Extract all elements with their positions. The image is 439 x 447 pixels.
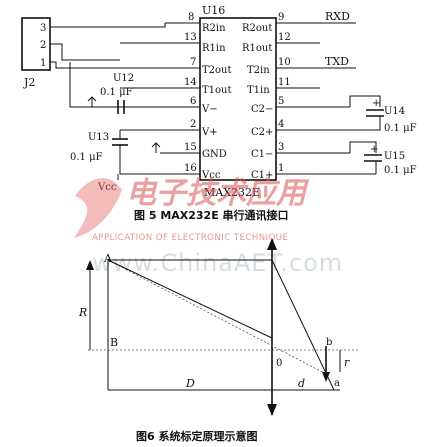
- figure5-caption: 图 5 MAX232E 串行通讯接口: [134, 208, 289, 222]
- pin-label-t1out: T1out: [202, 85, 232, 96]
- capacitor-u13: U13 0.1 μF Vcc: [70, 129, 161, 193]
- pin-label-t2in: T2in: [247, 65, 270, 76]
- pin-label-r2in: R2in: [202, 23, 226, 34]
- label-b-small: b: [326, 337, 332, 348]
- j2-pin-1: 1: [40, 58, 46, 69]
- axis-arrow-up-icon: [267, 238, 277, 250]
- ic-name-label: MAX232E: [204, 186, 260, 199]
- pin-num-2: 2: [190, 119, 196, 130]
- watermark-site-cn: 电子技术应用: [126, 176, 310, 211]
- j2-pin-3: 3: [40, 23, 46, 34]
- pin-num-6: 6: [190, 96, 196, 107]
- rxd-label: RXD: [325, 10, 350, 23]
- u14-plus: +: [372, 98, 380, 109]
- ray-to-a: [271, 259, 335, 391]
- label-r-small: r: [344, 356, 350, 369]
- pin-label-vminus: V−: [201, 104, 218, 115]
- b-arrow-icon: [322, 372, 330, 382]
- pin-num-9: 9: [278, 12, 284, 23]
- pin-label-vcc: Vcc: [201, 170, 221, 181]
- label-a-point: A: [103, 252, 113, 265]
- pin-label-c1plus: C1+: [251, 170, 273, 181]
- pin-num-16: 16: [184, 163, 197, 174]
- watermark-url: www.ChinaAET.com: [92, 249, 343, 277]
- label-a-small: a: [334, 378, 340, 389]
- watermark: 电子技术应用 APPLICATION OF ELECTRONIC TECHNIQ…: [74, 176, 343, 277]
- pin-label-c2plus: C2+: [251, 127, 273, 138]
- max232e-ic-body: [199, 17, 277, 181]
- ray-a-center: [107, 259, 273, 339]
- r-arrow-icon: [86, 260, 94, 270]
- capacitor-u15: + U15 0.1 μF: [349, 141, 417, 176]
- ic-ref-label: U16: [202, 4, 225, 17]
- label-d-big: D: [185, 377, 195, 390]
- txd-label: TXD: [325, 55, 349, 68]
- pin-label-r1out: R1out: [242, 43, 272, 54]
- pin-num-12: 12: [278, 32, 291, 43]
- pin-label-c2minus: C2−: [251, 104, 273, 115]
- figure6-caption: 图6 系统标定原理示意图: [136, 429, 257, 443]
- u14-value: 0.1 μF: [384, 123, 417, 134]
- pin-label-c1minus: C1−: [251, 149, 273, 160]
- u15-plus: +: [370, 144, 378, 155]
- u12-ref: U12: [113, 73, 134, 84]
- capacitor-u14: + U14 0.1 μF: [349, 95, 417, 134]
- label-r: R: [78, 306, 87, 319]
- pin-num-10: 10: [278, 57, 291, 68]
- label-d-small: d: [298, 377, 305, 390]
- u15-value: 0.1 μF: [384, 165, 417, 176]
- watermark-tagline: APPLICATION OF ELECTRONIC TECHNIQUE: [92, 233, 288, 243]
- capacitor-u12: U12 0.1 μF: [87, 73, 150, 114]
- pin-num-11: 11: [278, 77, 291, 88]
- pin-num-4: 4: [278, 119, 284, 130]
- label-zero: 0: [276, 358, 282, 369]
- pin-num-3: 3: [278, 142, 284, 153]
- label-b-point: B: [110, 336, 118, 349]
- u15-ref: U15: [384, 151, 405, 162]
- pin-num-1: 1: [278, 163, 284, 174]
- pin-label-gnd: GND: [202, 149, 227, 160]
- j2-pin-2: 2: [40, 40, 46, 51]
- pin-num-7: 7: [190, 57, 196, 68]
- u14-ref: U14: [384, 106, 405, 117]
- pin-num-15: 15: [184, 142, 197, 153]
- figure5-schematic: U16 MAX232E 8 13 7 14 6 2 15 16 R2in R1i…: [21, 4, 417, 199]
- ic-left-pins: 8 13 7 14 6 2 15 16 R2in R1in T2out T1ou…: [120, 12, 232, 181]
- u13-ref: U13: [88, 132, 109, 143]
- watermark-logo-icon: [74, 178, 122, 238]
- figure6-diagram: A B R D d 0 a b r: [78, 238, 358, 416]
- pin-label-t1in: T1in: [247, 85, 270, 96]
- pin-label-r2out: R2out: [242, 23, 272, 34]
- pin-num-13: 13: [184, 32, 197, 43]
- pin-num-14: 14: [184, 77, 197, 88]
- u13-value: 0.1 μF: [70, 152, 103, 163]
- pin-label-r1in: R1in: [202, 43, 226, 54]
- ray-a-b: [107, 259, 329, 376]
- axis-arrow-down-icon: [267, 404, 277, 416]
- vcc-label: Vcc: [97, 182, 117, 193]
- j2-ref-label: J2: [23, 76, 35, 89]
- pin-label-t2out: T2out: [202, 65, 232, 76]
- pin-num-5: 5: [278, 96, 284, 107]
- pin-label-vplus: V+: [201, 127, 218, 138]
- u12-value: 0.1 μF: [100, 87, 133, 98]
- ic-right-pins: 9 12 10 11 5 4 3 1 R2out R1out T2in T1in…: [242, 12, 376, 181]
- pin-num-8: 8: [188, 12, 194, 23]
